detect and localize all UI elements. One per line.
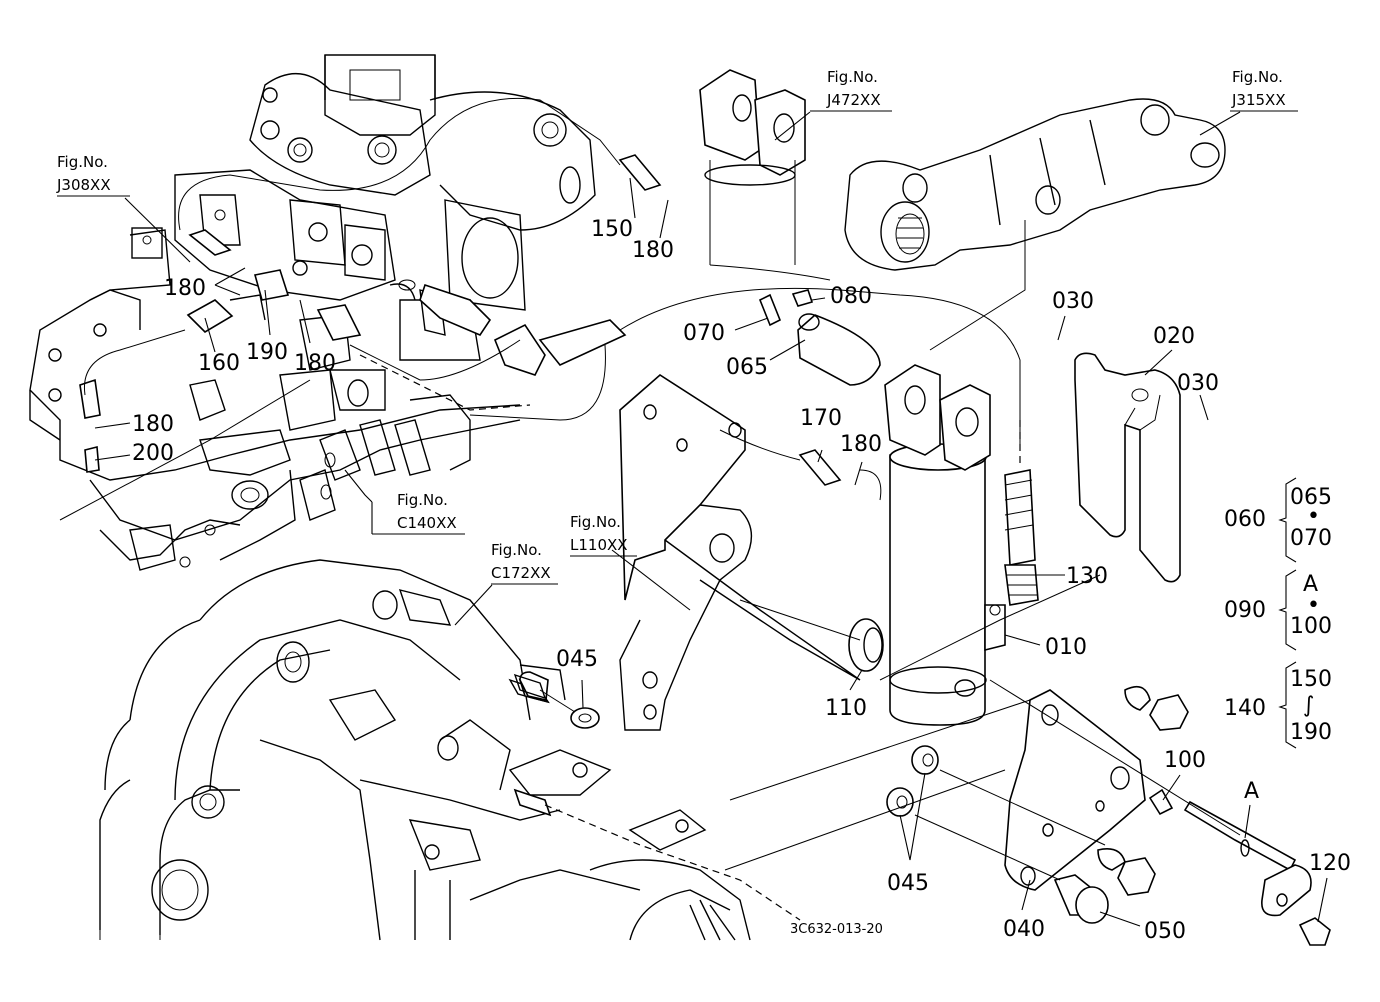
callout-030[interactable]: 030	[1177, 371, 1219, 396]
fig-code: J315XX	[1231, 91, 1286, 109]
callout-180[interactable]: 180	[164, 276, 206, 301]
fig-ref-l110[interactable]: Fig.No. L110XX	[570, 513, 637, 557]
callout-100[interactable]: 100	[1164, 748, 1206, 773]
callout-200[interactable]: 200	[132, 441, 174, 466]
part-callouts: 010 020 030 030 040 045 045 050 065 070 …	[132, 217, 1351, 944]
fig-caption: Fig.No.	[570, 513, 621, 531]
group-bottom: 100	[1290, 614, 1332, 639]
leader-lines	[94, 111, 1328, 927]
small-parts-drawing	[79, 154, 1189, 924]
fig-code: C140XX	[397, 514, 457, 532]
fig-ref-j472[interactable]: Fig.No. J472XX	[810, 68, 892, 112]
group-090[interactable]: 090 A • 100	[1224, 569, 1332, 651]
callout-130[interactable]: 130	[1066, 564, 1108, 589]
callout-150[interactable]: 150	[591, 217, 633, 242]
group-bottom: 190	[1290, 720, 1332, 745]
fig-ref-j315[interactable]: Fig.No. J315XX	[1230, 68, 1298, 112]
yoke-lower-drawing	[884, 364, 991, 471]
callout-030[interactable]: 030	[1052, 289, 1094, 314]
fig-code: J308XX	[56, 176, 111, 194]
fig-caption: Fig.No.	[491, 541, 542, 559]
callout-180[interactable]: 180	[132, 412, 174, 437]
fig-ref-c172[interactable]: Fig.No. C172XX	[491, 541, 558, 585]
fig-caption: Fig.No.	[397, 491, 448, 509]
plate-l110-drawing	[619, 374, 861, 731]
callout-065[interactable]: 065	[726, 355, 768, 380]
fig-ref-c140[interactable]: Fig.No. C140XX	[371, 491, 465, 535]
bracket-040-drawing	[1004, 689, 1146, 891]
group-sep: ∫	[1303, 693, 1314, 718]
group-sep: •	[1307, 593, 1320, 618]
group-parent: 060	[1224, 507, 1266, 532]
group-top: 065	[1290, 485, 1332, 510]
fig-ref-j308[interactable]: Fig.No. J308XX	[56, 153, 130, 197]
callout-180[interactable]: 180	[632, 238, 674, 263]
yoke-upper-drawing	[699, 69, 806, 265]
group-parent: 140	[1224, 696, 1266, 721]
callout-190[interactable]: 190	[246, 340, 288, 365]
fig-code: L110XX	[570, 536, 628, 554]
callout-050[interactable]: 050	[1144, 919, 1186, 944]
callout-020[interactable]: 020	[1153, 324, 1195, 349]
drawing-code: 3C632-013-20	[790, 922, 883, 937]
cover-020-drawing	[1074, 352, 1181, 583]
callout-160[interactable]: 160	[198, 351, 240, 376]
group-060[interactable]: 060 065 • 070	[1224, 477, 1332, 563]
group-sep: •	[1307, 504, 1320, 529]
transmission-case-drawing	[99, 559, 751, 941]
callout-040[interactable]: 040	[1003, 917, 1045, 942]
callout-120[interactable]: 120	[1309, 851, 1351, 876]
cylinder-010	[889, 443, 1006, 726]
callout-080[interactable]: 080	[830, 284, 872, 309]
group-top: A	[1303, 572, 1318, 597]
callout-110[interactable]: 110	[825, 696, 867, 721]
callout-070[interactable]: 070	[683, 321, 725, 346]
callout-045[interactable]: 045	[887, 871, 929, 896]
callout-170[interactable]: 170	[800, 406, 842, 431]
valve-block-drawing	[174, 54, 596, 361]
fig-caption: Fig.No.	[827, 68, 878, 86]
lift-arm-drawing	[844, 98, 1226, 271]
fig-code: J472XX	[826, 91, 881, 109]
pin-a-drawing	[1183, 800, 1331, 946]
fig-code: C172XX	[491, 564, 551, 582]
group-140[interactable]: 140 150 ∫ 190	[1224, 661, 1332, 749]
group-bottom: 070	[1290, 526, 1332, 551]
callout-180[interactable]: 180	[294, 351, 336, 376]
callout-010[interactable]: 010	[1045, 635, 1087, 660]
fig-caption: Fig.No.	[1232, 68, 1283, 86]
callout-045[interactable]: 045	[556, 647, 598, 672]
callout-a[interactable]: A	[1244, 779, 1259, 804]
fig-caption: Fig.No.	[57, 153, 108, 171]
group-parent: 090	[1224, 598, 1266, 623]
hose-lines	[59, 97, 1241, 921]
callout-180[interactable]: 180	[840, 432, 882, 457]
group-top: 150	[1290, 667, 1332, 692]
